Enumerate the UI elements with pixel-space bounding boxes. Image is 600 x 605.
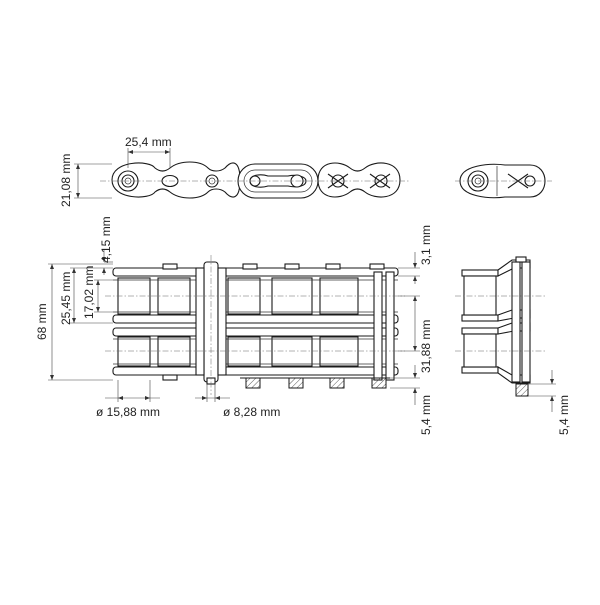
- chain-top-view: [105, 255, 405, 395]
- pitch-dimension: 25,4 mm: [125, 135, 172, 168]
- chain-end-view: [455, 163, 552, 199]
- chain-side-section-view: [455, 256, 545, 397]
- left-dimensions: 68 mm 25,45 mm 17,02 mm 4,15 mm: [35, 216, 113, 381]
- pin-extension-label: 5,4 mm: [419, 395, 433, 435]
- chain-side-view: [100, 161, 410, 199]
- pin-diameter-label: ø 8,28 mm: [223, 405, 280, 419]
- plate-height-dimension: 21,08 mm: [59, 154, 112, 207]
- inner-width-label: 25,45 mm: [59, 272, 73, 325]
- side-pin-extension-dimension: 5,4 mm: [528, 370, 571, 435]
- overall-length-label: 68 mm: [35, 303, 49, 340]
- pitch-label: 25,4 mm: [125, 135, 172, 149]
- plate-height-label: 21,08 mm: [59, 154, 73, 207]
- plate-thickness-label: 4,15 mm: [99, 216, 113, 263]
- side-pin-extension-label: 5,4 mm: [557, 395, 571, 435]
- right-dimensions: 3,1 mm 31,88 mm 5,4 mm: [390, 225, 433, 435]
- transverse-pitch-label: 31,88 mm: [419, 320, 433, 373]
- top-offset-label: 3,1 mm: [419, 225, 433, 265]
- diameter-dimensions: ø 15,88 mm ø 8,28 mm: [96, 380, 280, 419]
- inner-width-2-label: 17,02 mm: [82, 266, 96, 319]
- roller-diameter-label: ø 15,88 mm: [96, 405, 160, 419]
